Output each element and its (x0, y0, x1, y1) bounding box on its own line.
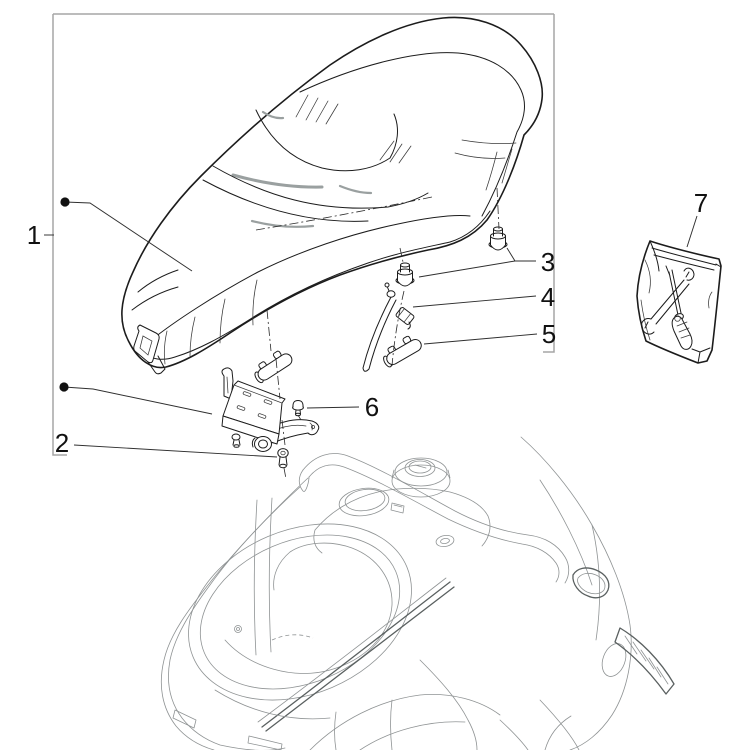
callout-7: 7 (694, 188, 708, 218)
tool-kit-bag (636, 240, 722, 364)
pad-left (249, 346, 295, 385)
grab-rail (298, 453, 570, 584)
buffer-upper (488, 226, 508, 251)
callout-6: 6 (365, 392, 379, 422)
callout-5: 5 (542, 319, 556, 349)
callout-1: 1 (27, 220, 41, 250)
vent-grommet (435, 534, 455, 548)
screwdriver-icon (665, 265, 693, 350)
callout-labels: 1 2 3 4 5 6 7 (27, 188, 708, 458)
wrench-icon (641, 267, 695, 335)
hinge-screw (277, 448, 289, 469)
handle-cutout (572, 567, 610, 599)
hinge-bracket (221, 367, 320, 452)
cap-nut (292, 400, 304, 417)
buffer-lower (395, 262, 415, 287)
hinge-stud (231, 433, 241, 448)
fuel-filler-cap (391, 457, 451, 498)
seat-latch (133, 324, 166, 375)
pad-right (378, 331, 424, 369)
saddle (121, 16, 544, 375)
scooter-body (160, 436, 675, 750)
strap (362, 282, 415, 372)
construction-lines (266, 187, 500, 480)
passenger-footpeg (601, 627, 675, 695)
bullet-marker-seat (60, 197, 70, 207)
callout-2: 2 (55, 428, 69, 458)
parts-frame (52, 13, 555, 456)
leader-lines (44, 197, 698, 458)
callout-3: 3 (541, 247, 555, 277)
bullet-marker-hinge (59, 382, 69, 392)
callout-4: 4 (541, 282, 555, 312)
ring-recess (338, 487, 390, 517)
